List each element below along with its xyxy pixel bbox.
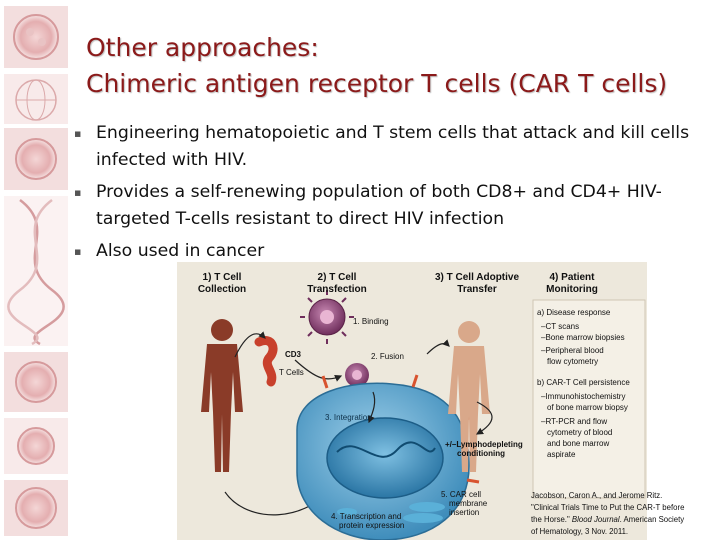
bullet-text: Engineering hematopoietic and T stem cel… [96,123,690,170]
citation-line: the Horse." Blood Journal. American Soci… [531,514,716,526]
slide-title: Other approaches: Chimeric antigen recep… [86,30,667,102]
monitoring-item: –Bone marrow biopsies [541,333,625,342]
integration-label: 3. Integration [325,413,372,422]
step-heading-transfer: 3) T Cell Adoptive Transfer [434,272,520,295]
persistence-heading: b) CAR-T Cell persistence [537,378,630,387]
t-cell-body [296,374,480,540]
virus-icon [4,352,68,412]
diagram-art [201,290,646,540]
lymphodepleting-label-line2: conditioning [457,449,505,458]
bullet-marker: ▪ [74,186,82,199]
monitoring-item: and bone marrow [547,439,610,448]
step-heading-collection: 1) T Cell Collection [197,272,247,295]
bullet-item: ▪ Provides a self-renewing population of … [74,179,714,233]
patient-figure-left [201,319,243,472]
car-t-diagram: 1) T Cell Collection 2) T Cell Transfect… [177,262,647,540]
transfection-arrow [294,359,343,382]
monitoring-item: –RT-PCR and flow [541,417,608,426]
patient-figure-right [448,321,490,472]
car-insertion-label-line1: 5. CAR cell [441,490,482,499]
monitoring-item: aspirate [547,450,576,459]
fusion-label: 2. Fusion [371,352,404,361]
bullet-item: ▪ Engineering hematopoietic and T stem ce… [74,120,714,174]
monitoring-item: of bone marrow biopsy [547,403,628,412]
citation-text: the Horse." [531,515,570,524]
transcription-label-line2: protein expression [339,521,405,530]
sphere-grid-icon [4,74,68,124]
fusing-virus-icon [345,363,369,387]
title-line-1: Other approaches: [86,33,319,62]
citation-line: Jacobson, Caron A., and Jerome Ritz. [531,491,663,500]
transfer-arrow [426,339,450,355]
disease-response-heading: a) Disease response [537,308,611,317]
bullet-marker: ▪ [74,245,82,258]
cd3-label: CD3 [285,350,302,359]
integration-arrow [367,391,376,424]
binding-label: 1. Binding [353,317,389,326]
transcription-label-line1: 4. Transcription and [331,512,402,521]
virus-icon [4,128,68,190]
bullet-list: ▪ Engineering hematopoietic and T stem ce… [74,120,714,270]
citation-line: "Clinical Trials Time to Put the CAR-T b… [531,503,685,512]
dna-helix-icon [4,196,68,346]
viral-vector-icon [300,290,354,344]
step-heading-monitoring: 4) Patient Monitoring [546,272,598,295]
bullet-text: Provides a self-renewing population of b… [96,182,662,229]
decorative-sidebar [0,0,72,540]
monitoring-item: flow cytometry [547,357,599,366]
bullet-marker: ▪ [74,127,82,140]
citation-line: of Hematology, 3 Nov. 2011. [531,527,629,536]
bullet-item: ▪ Also used in cancer [74,238,714,265]
lymphodepleting-label-line1: +/–Lymphodepleting [445,440,523,449]
virus-icon [4,418,68,474]
citation: Jacobson, Caron A., and Jerome Ritz. "Cl… [531,490,716,538]
title-line-2: Chimeric antigen receptor T cells (CAR T… [86,69,668,98]
monitoring-item: cytometry of blood [547,428,613,437]
step-heading-transfection: 2) T Cell Transfection [307,272,367,295]
virus-icon [4,6,68,68]
t-cell-strip [254,336,278,387]
sidebar-art [0,0,72,540]
citation-text: . American Society [619,515,685,524]
monitoring-item: –Immunohistochemistry [541,392,626,401]
t-cells-label: T Cells [279,368,304,377]
virus-icon [4,480,68,536]
monitoring-arrow [475,401,493,435]
citation-journal: Blood Journal [571,515,620,524]
car-insertion-label-line3: insertion [449,508,480,517]
monitoring-panel [532,299,646,499]
monitoring-item: –Peripheral blood [541,346,604,355]
collection-arrow [234,331,266,358]
car-insertion-label-line2: membrane [449,499,488,508]
monitoring-item: –CT scans [541,322,580,331]
bullet-text: Also used in cancer [96,241,265,261]
